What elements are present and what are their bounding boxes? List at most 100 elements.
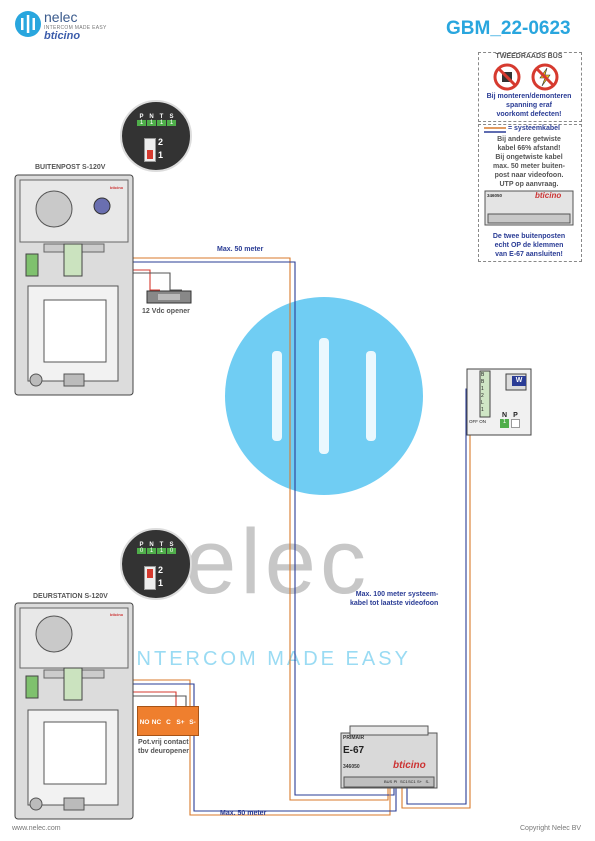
relay-terminal: NO — [139, 719, 150, 726]
outdoor2-switch-value: 0 — [137, 548, 146, 554]
indoor-terminal: 1 — [481, 407, 484, 413]
outdoor2-switch-header: P — [139, 542, 144, 548]
bus-warning-line: Bij monteren/demonteren — [486, 93, 572, 100]
bus-warning-line: voorkomt defecten! — [496, 111, 562, 118]
e67-terminal: SC1 — [408, 779, 416, 784]
relay-module — [137, 706, 199, 736]
cable-line: Bij andere getwiste — [497, 136, 561, 143]
outdoor1-jumper-top: 2 — [158, 137, 164, 147]
e67-terminal: BUS — [384, 779, 393, 784]
indoor-terminal-column: B B 1 2 L 1 — [481, 372, 484, 414]
outdoor1-label: BUITENPOST S-120V — [35, 164, 106, 171]
indoor-mode-label: OFF ON — [469, 419, 486, 424]
outdoor2-maker: bticino — [110, 612, 124, 617]
relay-terminal: S- — [189, 719, 196, 726]
relay-terminal: C — [166, 719, 171, 726]
footer-website[interactable]: www.nelec.com — [12, 825, 61, 832]
relay-terminal: NC — [151, 719, 162, 726]
e67-brand: bticino — [393, 760, 426, 771]
outdoor1-switch-value: 1 — [167, 120, 176, 126]
e67-primary-label: PRIMAIR — [343, 735, 365, 741]
outdoor1-switch-header: S — [169, 114, 174, 120]
outdoor2-jumper-top: 2 — [158, 565, 164, 575]
module-note: De twee buitenposten echt OP de klemmen … — [478, 232, 580, 259]
distance-bottom: Max. 50 meter — [220, 810, 267, 817]
outdoor1-jumper-bottom: 1 — [158, 150, 164, 160]
module-note-line: van E-67 aansluiten! — [495, 251, 563, 258]
cable-title: = systeemkabel — [508, 125, 560, 132]
relay-label-line: tbv deuropener — [138, 748, 189, 755]
relay-label: Pot.vrij contact tbv deuropener — [138, 738, 189, 756]
outdoor1-switch-row: P 1 N 1 T 1 S 1 — [137, 114, 176, 126]
no-plug-icon — [493, 63, 521, 91]
outdoor1-switch-value: 1 — [157, 120, 166, 126]
no-power-icon — [531, 63, 559, 91]
indoor-terminal: L — [481, 400, 484, 406]
outdoor2-switch-header: T — [159, 542, 164, 548]
distance-top: Max. 50 meter — [217, 246, 264, 253]
e67-code: 346050 — [343, 764, 360, 770]
document-title: GBM_22-0623 — [446, 18, 571, 39]
relay-label-line: Pot.vrij contact — [138, 739, 189, 746]
outdoor1-switch-header: P — [139, 114, 144, 120]
cable-line: Bij ongetwiste kabel — [495, 154, 563, 161]
outdoor1-switch-header: T — [159, 114, 164, 120]
bus-warning-box — [478, 52, 582, 122]
cable-text: Bij andere getwiste kabel 66% afstand! B… — [478, 135, 580, 189]
module-drawing — [484, 190, 574, 226]
distance-system: Max. 100 meter systeem- kabel tot laatst… — [350, 590, 438, 608]
module-brand: bticino — [535, 191, 562, 200]
outdoor2-unit — [14, 602, 134, 820]
module-note-line: echt OP de klemmen — [494, 242, 564, 249]
outdoor2-jumper-bottom: 1 — [158, 578, 164, 588]
distance-system-line: Max. 100 meter systeem- — [355, 591, 439, 598]
bus-title: TWEEDRAADS BUS — [495, 53, 563, 60]
cable-info-box — [478, 124, 582, 262]
system-cable-icon — [484, 127, 506, 133]
indoor-terminal: B — [481, 379, 485, 385]
outdoor1-jumper — [144, 138, 156, 162]
outdoor1-settings-magnifier — [120, 100, 192, 172]
bus-warning-text: Bij monteren/demonteren spanning eraf vo… — [478, 92, 580, 119]
relay-terminal-row: NO NC C S+ S- — [139, 719, 198, 726]
outdoor2-label: DEURSTATION S-120V — [33, 593, 108, 600]
indoor-switch-header: N — [501, 412, 508, 419]
cable-line: max. 50 meter buiten- — [493, 163, 565, 170]
bus-warning-line: spanning eraf — [506, 102, 552, 109]
e67-terminal-row: BUS PI SC1 SC1 S+ S- — [384, 779, 431, 784]
cable-line: UTP op aanvraag. — [499, 181, 559, 188]
e67-terminal: SC1 — [400, 779, 408, 784]
relay-terminal: S+ — [176, 719, 185, 726]
e67-name: E-67 — [343, 745, 365, 756]
indoor-switch-header: P — [513, 412, 518, 419]
watermark-tagline: INTERCOM MADE EASY — [128, 648, 411, 670]
door-lock-icon — [146, 290, 192, 304]
indoor-switch-value — [511, 419, 520, 428]
indoor-terminal: 1 — [481, 386, 484, 392]
e67-terminal: PI — [393, 779, 398, 784]
e67-terminal: S+ — [416, 779, 422, 784]
nelec-logo-icon — [15, 11, 41, 37]
brand-tagline: INTERCOM MADE EASY — [44, 25, 107, 31]
outdoor1-switch-value: 1 — [147, 120, 156, 126]
indoor-switch-row: N 1 P — [500, 412, 520, 428]
outdoor2-switch-value: 1 — [147, 548, 156, 554]
module-code: 346050 — [487, 193, 503, 198]
outdoor2-switch-value: 1 — [157, 548, 166, 554]
brand-partner: bticino — [44, 30, 81, 42]
outdoor2-settings-magnifier — [120, 528, 192, 600]
outdoor1-maker: bticino — [110, 185, 124, 190]
indoor-switch-value: 1 — [500, 419, 509, 428]
e67-terminal: S- — [425, 779, 430, 784]
outdoor2-switch-header: S — [169, 542, 174, 548]
cable-line: kabel 66% afstand! — [497, 145, 561, 152]
e67-power-supply — [340, 725, 438, 789]
distance-system-line: kabel tot laatste videofoon — [350, 600, 439, 607]
lock-label: 12 Vdc opener — [142, 308, 190, 315]
indoor-terminal: B — [481, 372, 485, 378]
cable-line: post naar videofoon. — [494, 172, 564, 179]
outdoor1-unit — [14, 174, 134, 396]
footer-copyright: Copyright Nelec BV — [520, 825, 582, 832]
module-note-line: De twee buitenposten — [492, 233, 566, 240]
